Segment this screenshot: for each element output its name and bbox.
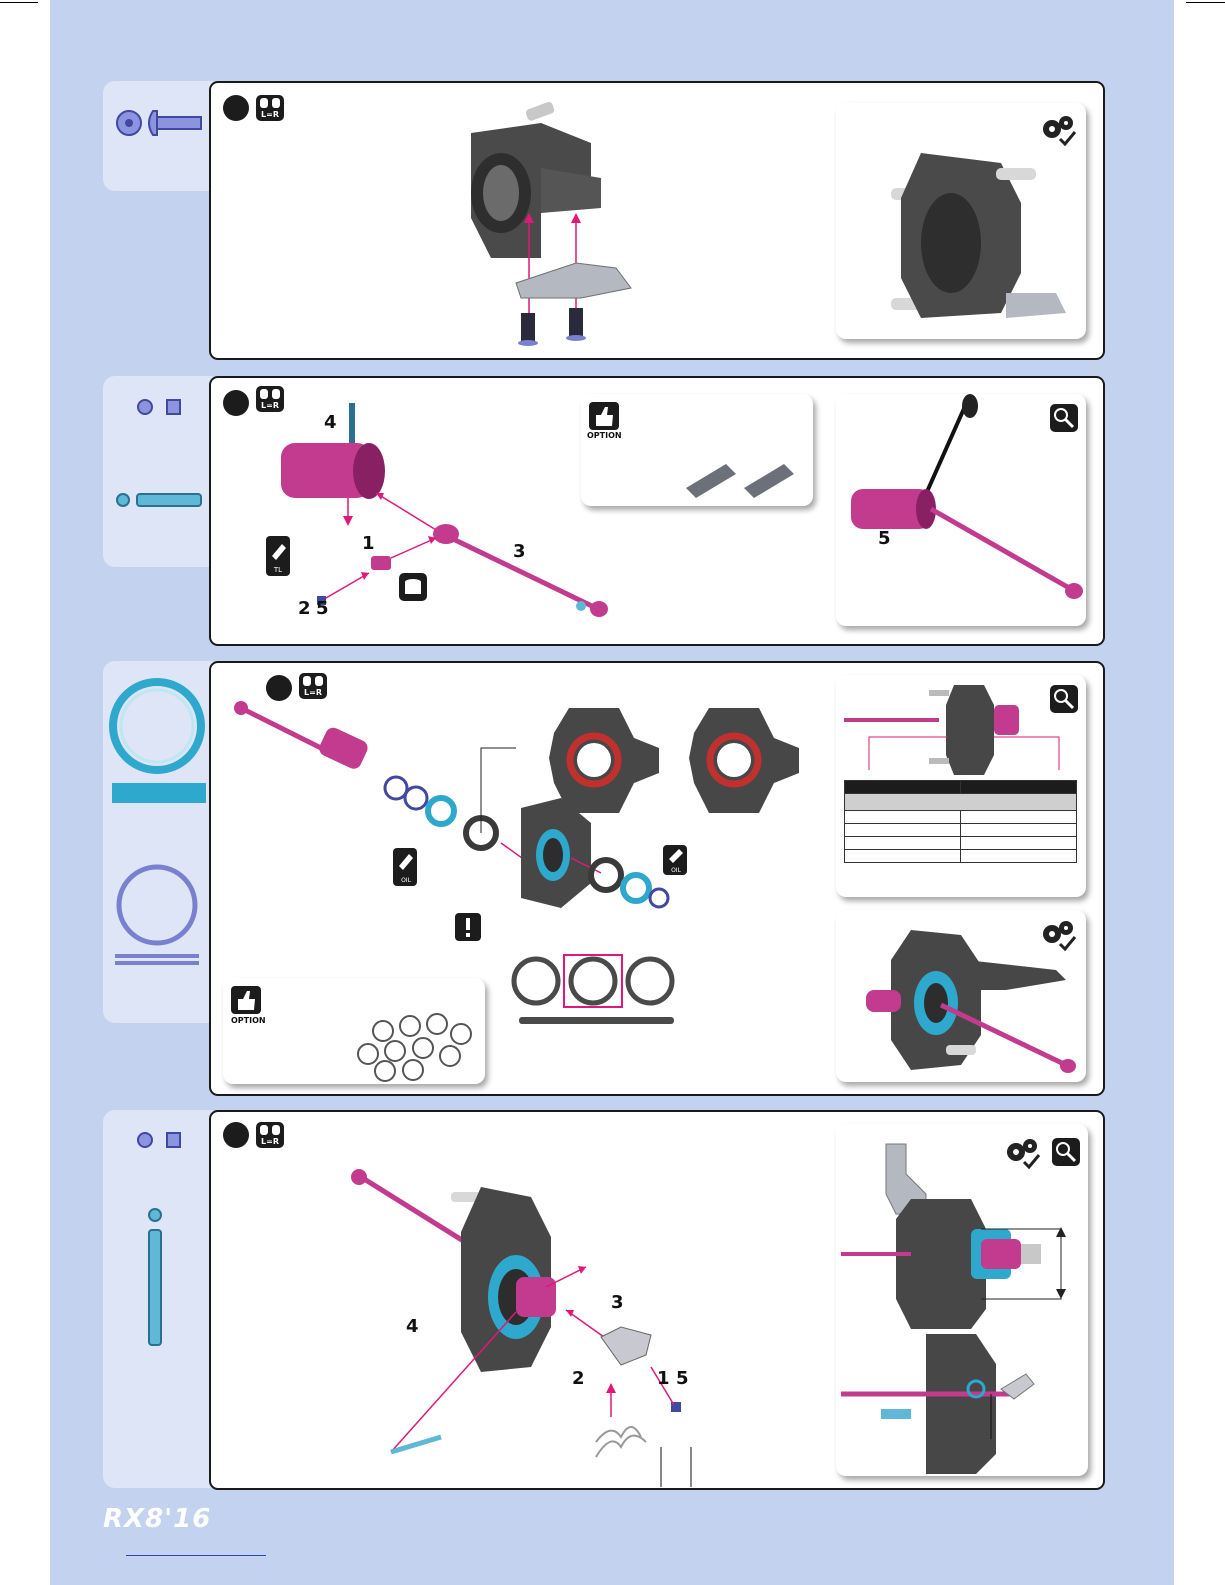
step-frame-1: L=R (209, 81, 1105, 360)
rx8-logo: RX8'16 (103, 1505, 318, 1531)
shim-rings-figure (353, 1016, 478, 1081)
parts-icons (103, 376, 213, 567)
parts-icons (103, 661, 213, 1023)
assembled-view-inset (836, 103, 1086, 339)
spec-table (844, 780, 1077, 863)
steering-block-assembly-figure (441, 103, 661, 348)
callout-number: 2 (572, 1370, 585, 1388)
callout-number: 4 (406, 1318, 419, 1336)
option-box: OPTION (581, 394, 813, 506)
option-thumbs-up-icon (231, 986, 261, 1014)
crop-mark (0, 2, 38, 3)
option-label: OPTION (587, 431, 622, 440)
callout-number: 5 (676, 1370, 689, 1388)
parts-panel-step-2 (103, 376, 213, 567)
oil-icon: OIL (393, 848, 417, 886)
svg-text:OIL: OIL (401, 877, 411, 884)
option-parts-figure (681, 450, 811, 500)
assembled-steering-block (876, 133, 1076, 323)
step-frame-4: L=R 3 4 2 1 5 (209, 1110, 1105, 1490)
svg-text:OIL: OIL (671, 867, 681, 874)
option-thumbs-up-icon (589, 402, 619, 430)
thread-lock-icon: TL (266, 536, 290, 576)
callout-number: 3 (611, 1294, 624, 1312)
warning-icon (455, 913, 481, 941)
step-number-icon (223, 1122, 249, 1148)
callout-number: 1 (362, 535, 375, 553)
parts-panel-step-3 (103, 661, 213, 1023)
step-number-icon (223, 390, 249, 416)
svg-text:TL: TL (273, 566, 282, 574)
zoom-inset: 5 (836, 394, 1086, 626)
step-frame-2: L=R TL 4 1 3 2 5 OPT (209, 376, 1105, 646)
option-label: OPTION (231, 1016, 266, 1025)
svg-text:L=R: L=R (261, 1137, 279, 1146)
left-equals-right-icon: L=R (256, 1122, 284, 1148)
assembled-view-inset (836, 1124, 1088, 1476)
parts-icons (103, 81, 213, 191)
ring-selection-figure (506, 953, 681, 1028)
assembled-view-inset (836, 910, 1086, 1082)
callout-number: 2 (298, 600, 311, 618)
svg-text:RX8'16: RX8'16 (103, 1505, 211, 1531)
oil-icon: OIL (663, 845, 687, 875)
left-equals-right-icon: L=R (256, 95, 284, 121)
crop-mark (1186, 2, 1225, 3)
zoom-driveshaft-figure (846, 394, 1086, 614)
zoom-hub-figure (841, 1139, 1086, 1474)
parts-icons (103, 1110, 213, 1488)
svg-text:L=R: L=R (261, 110, 279, 119)
zoom-inset (836, 675, 1086, 897)
callout-number: 3 (513, 543, 526, 561)
parts-panel-step-1 (103, 81, 213, 191)
callout-number: 5 (316, 600, 329, 618)
carrier-orientation-figure (549, 698, 819, 828)
zoom-cross-section-figure (844, 680, 1074, 780)
callout-number: 4 (324, 414, 337, 432)
footer-link-line (126, 1555, 266, 1556)
driveshaft-assembly-figure (251, 398, 631, 628)
driveshaft-pin-assembly-figure (341, 1167, 721, 1487)
callout-number: 5 (878, 530, 891, 548)
parts-panel-step-4 (103, 1110, 213, 1488)
grease-icon (399, 573, 427, 601)
option-box: OPTION (223, 978, 485, 1084)
step-number-icon (223, 95, 249, 121)
step-frame-3: L=R OIL OIL (209, 661, 1105, 1096)
assembled-hub-figure (856, 925, 1081, 1080)
callout-number: 1 (657, 1370, 670, 1388)
